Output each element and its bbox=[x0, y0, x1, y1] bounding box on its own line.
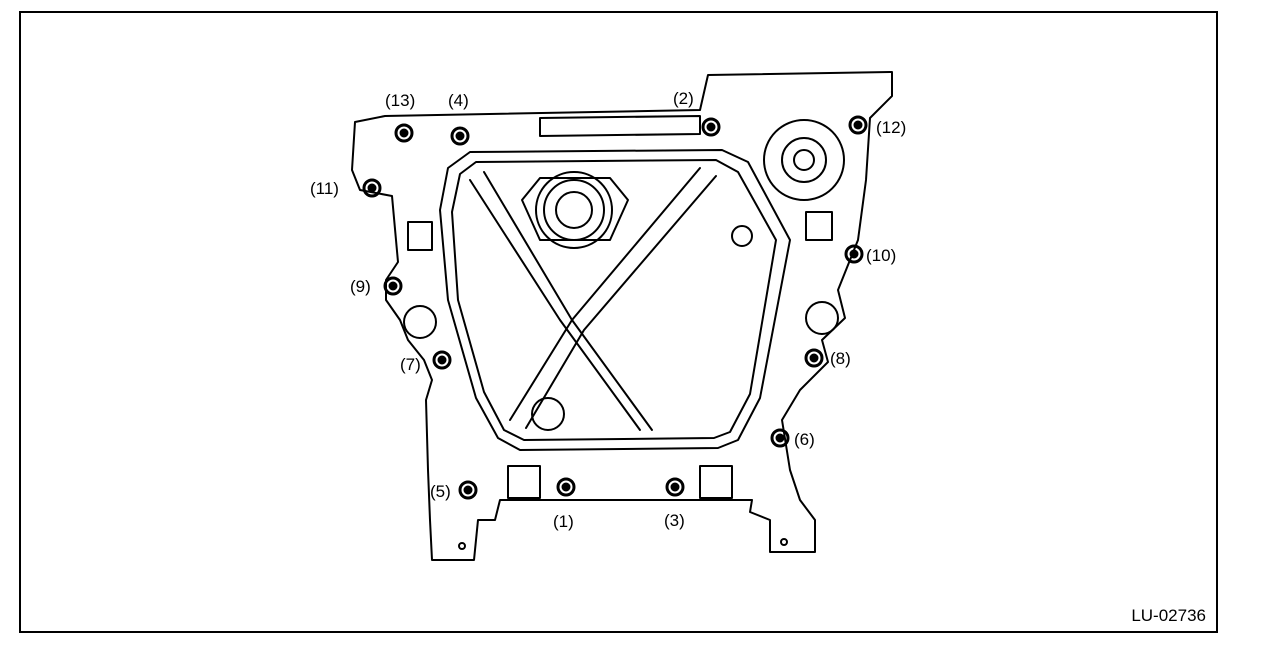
bolt-4 bbox=[450, 126, 470, 146]
right-seal-inner bbox=[781, 137, 827, 183]
seal-flange bbox=[521, 177, 629, 241]
oil-seal-mid bbox=[543, 179, 605, 241]
label-bolt-6: (6) bbox=[794, 430, 815, 449]
label-bolt-7: (7) bbox=[400, 355, 421, 374]
figure-id: LU-02736 bbox=[1131, 606, 1206, 625]
top-rail bbox=[539, 115, 701, 137]
label-bolt-2: (2) bbox=[673, 89, 694, 108]
rib-2 bbox=[483, 171, 653, 431]
rib-4 bbox=[525, 175, 717, 429]
boss-right bbox=[805, 301, 839, 335]
label-bolt-4: (4) bbox=[448, 91, 469, 110]
label-bolt-10: (10) bbox=[866, 246, 896, 265]
rib-3 bbox=[509, 167, 701, 421]
label-bolt-9: (9) bbox=[350, 277, 371, 296]
label-bolt-8: (8) bbox=[830, 349, 851, 368]
gasket-ring bbox=[439, 149, 791, 451]
bolt-11 bbox=[362, 178, 382, 198]
port-lower bbox=[531, 397, 565, 431]
label-bolt-11: (11) bbox=[310, 179, 339, 198]
port-mid bbox=[731, 225, 753, 247]
bolt-6 bbox=[770, 428, 790, 448]
bolt-13 bbox=[394, 123, 414, 143]
bolt-5 bbox=[458, 480, 478, 500]
window-right bbox=[805, 211, 833, 241]
boss-left bbox=[403, 305, 437, 339]
bolt-1 bbox=[556, 477, 576, 497]
label-bolt-12: (12) bbox=[876, 118, 906, 137]
bolt-10 bbox=[844, 244, 864, 264]
bolt-3 bbox=[665, 477, 685, 497]
bolt-7 bbox=[432, 350, 452, 370]
bolt-9 bbox=[383, 276, 403, 296]
tab-left bbox=[507, 465, 541, 499]
right-seal-outer bbox=[763, 119, 845, 201]
tab-right bbox=[699, 465, 733, 499]
right-seal-core bbox=[793, 149, 815, 171]
housing-outline bbox=[351, 71, 893, 561]
oil-seal-outer bbox=[535, 171, 613, 249]
bolt-12 bbox=[848, 115, 868, 135]
oil-seal-inner bbox=[555, 191, 593, 229]
label-bolt-13: (13) bbox=[385, 91, 415, 110]
tab-hole-right bbox=[780, 538, 788, 546]
label-bolt-3: (3) bbox=[664, 511, 685, 530]
rib-1 bbox=[469, 179, 641, 431]
bolt-8 bbox=[804, 348, 824, 368]
window-left bbox=[407, 221, 433, 251]
figure-frame: LU-02736 bbox=[19, 11, 1218, 633]
tab-hole-left bbox=[458, 542, 466, 550]
gasket-inner bbox=[451, 159, 777, 441]
label-bolt-1: (1) bbox=[553, 512, 574, 531]
bolt-2 bbox=[701, 117, 721, 137]
label-bolt-5: (5) bbox=[430, 482, 451, 501]
bolts bbox=[362, 115, 868, 500]
